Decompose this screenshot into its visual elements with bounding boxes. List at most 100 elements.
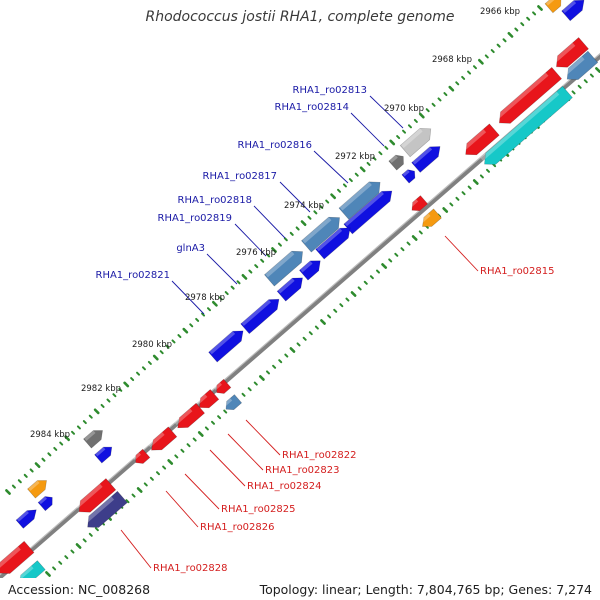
gene-forward-outer-block-shape[interactable]: [264, 246, 307, 287]
gene-forward-outer-block[interactable]: [338, 177, 385, 220]
gene-forward-outer-block[interactable]: [388, 152, 407, 171]
gene-reverse-block[interactable]: [494, 66, 563, 128]
gene-reverse-outer-block[interactable]: [480, 85, 573, 169]
gene-reverse-outer-block[interactable]: [562, 50, 599, 85]
gene-reverse-outer-block[interactable]: [83, 490, 128, 532]
forward-gene-label[interactable]: RHA1_ro02817: [203, 171, 278, 182]
gene-reverse-block-shape[interactable]: [147, 426, 178, 455]
reverse-gene-label[interactable]: RHA1_ro02826: [200, 522, 275, 533]
reverse-gene-label[interactable]: RHA1_ro02824: [247, 481, 322, 492]
gene-reverse-outer-block[interactable]: [419, 208, 442, 231]
gene-forward-block[interactable]: [561, 0, 589, 22]
gene-reverse-block-shape[interactable]: [132, 448, 151, 466]
gene-reverse-block-shape[interactable]: [461, 123, 500, 160]
gene-forward-outer-block[interactable]: [83, 426, 107, 449]
gene-reverse-outer-block-shape[interactable]: [222, 394, 243, 414]
gene-forward-outer-block-shape[interactable]: [27, 476, 51, 499]
reverse-gene-label[interactable]: RHA1_ro02828: [153, 563, 228, 574]
reverse-gene-label[interactable]: RHA1_ro02823: [265, 465, 340, 476]
gene-reverse-block-shape[interactable]: [195, 389, 220, 413]
gene-reverse-block[interactable]: [213, 378, 232, 396]
gene-forward-block[interactable]: [299, 256, 324, 281]
reverse-leader-line: [209, 449, 246, 487]
gene-forward-block[interactable]: [240, 294, 283, 335]
gene-forward-block[interactable]: [401, 167, 418, 184]
gene-reverse-block[interactable]: [551, 37, 589, 73]
gene-forward-outer-block-shape[interactable]: [544, 0, 565, 14]
gene-forward-outer-block-shape[interactable]: [301, 212, 344, 253]
gene-reverse-block[interactable]: [74, 478, 117, 518]
gene-forward-block[interactable]: [411, 142, 445, 173]
gene-forward-block-shape[interactable]: [561, 0, 589, 22]
gene-forward-block-shape[interactable]: [299, 256, 324, 281]
reverse-tick-mark: [64, 555, 69, 560]
gene-forward-block-shape[interactable]: [240, 294, 283, 335]
gene-forward-block-shape[interactable]: [401, 167, 418, 184]
gene-forward-block-shape[interactable]: [343, 186, 396, 235]
gene-forward-block-shape[interactable]: [208, 326, 248, 363]
gene-reverse-block[interactable]: [147, 426, 178, 455]
forward-gene-label[interactable]: RHA1_ro02819: [158, 213, 233, 224]
gene-reverse-block-shape[interactable]: [494, 66, 563, 128]
gene-forward-outer-block-shape[interactable]: [338, 177, 385, 220]
gene-reverse-block-shape[interactable]: [408, 195, 429, 215]
forward-gene-label[interactable]: RHA1_ro02813: [293, 85, 368, 96]
gene-forward-block-shape[interactable]: [315, 223, 355, 260]
gene-reverse-outer-block-shape[interactable]: [480, 85, 573, 169]
gene-reverse-outer-block[interactable]: [222, 394, 243, 414]
gene-forward-block-shape[interactable]: [37, 493, 56, 512]
gene-forward-outer-block-shape[interactable]: [83, 426, 107, 449]
forward-gene-label[interactable]: RHA1_ro02818: [178, 195, 253, 206]
gene-reverse-block-shine: [147, 432, 165, 448]
gene-forward-block-shape[interactable]: [411, 142, 445, 173]
forward-tick-mark: [23, 473, 28, 478]
reverse-tick-mark: [266, 370, 270, 375]
gene-reverse-block[interactable]: [173, 402, 206, 432]
gene-reverse-block-shape[interactable]: [551, 37, 589, 73]
forward-tick-mark: [307, 215, 312, 220]
gene-forward-outer-block[interactable]: [301, 212, 344, 253]
gene-forward-outer-block[interactable]: [27, 476, 51, 499]
forward-tick-mark: [313, 210, 318, 215]
reverse-gene-label[interactable]: RHA1_ro02822: [282, 450, 357, 461]
gene-forward-block[interactable]: [15, 506, 40, 529]
gene-reverse-block-shape[interactable]: [74, 478, 117, 518]
gene-forward-block[interactable]: [94, 443, 116, 464]
gene-forward-block[interactable]: [276, 273, 307, 302]
gene-reverse-block-shape[interactable]: [173, 402, 206, 432]
reverse-tick-mark: [442, 207, 449, 213]
gene-forward-outer-block-shape[interactable]: [388, 152, 407, 171]
forward-gene-label[interactable]: glnA3: [176, 243, 205, 254]
gene-reverse-outer-block-shape[interactable]: [419, 208, 442, 231]
gene-forward-outer-block-shape[interactable]: [399, 123, 436, 158]
gene-forward-outer-block[interactable]: [399, 123, 436, 158]
gene-forward-block[interactable]: [315, 223, 355, 260]
gene-reverse-block[interactable]: [195, 389, 220, 413]
gene-reverse-outer-block-shape[interactable]: [562, 50, 599, 85]
gene-reverse-outer-block-shine: [480, 91, 560, 161]
gene-forward-outer-block[interactable]: [544, 0, 565, 14]
reverse-gene-label[interactable]: RHA1_ro02815: [480, 266, 555, 277]
gene-forward-block-shape[interactable]: [276, 273, 307, 302]
gene-forward-outer-block[interactable]: [264, 246, 307, 287]
gene-forward-block[interactable]: [37, 493, 56, 512]
forward-gene-label[interactable]: RHA1_ro02816: [238, 140, 313, 151]
gene-forward-block-shape[interactable]: [94, 443, 116, 464]
gene-reverse-block-shape[interactable]: [213, 378, 232, 396]
gene-reverse-block[interactable]: [132, 448, 151, 466]
gene-reverse-outer-block-shape[interactable]: [83, 490, 128, 532]
gene-forward-block-shape[interactable]: [15, 506, 40, 529]
gene-reverse-block[interactable]: [0, 540, 35, 579]
gene-forward-block-shine: [241, 299, 272, 326]
scale-label: 2976 kbp: [236, 248, 276, 258]
forward-gene-label[interactable]: RHA1_ro02814: [275, 102, 350, 113]
gene-reverse-block-shape[interactable]: [0, 540, 35, 579]
gene-forward-block[interactable]: [208, 326, 248, 363]
reverse-gene-label[interactable]: RHA1_ro02825: [221, 504, 296, 515]
forward-gene-label[interactable]: RHA1_ro02821: [96, 270, 171, 281]
gene-forward-block[interactable]: [343, 186, 396, 235]
reverse-tick-mark: [278, 359, 283, 364]
gene-reverse-block[interactable]: [408, 195, 429, 215]
gene-reverse-block[interactable]: [461, 123, 500, 160]
